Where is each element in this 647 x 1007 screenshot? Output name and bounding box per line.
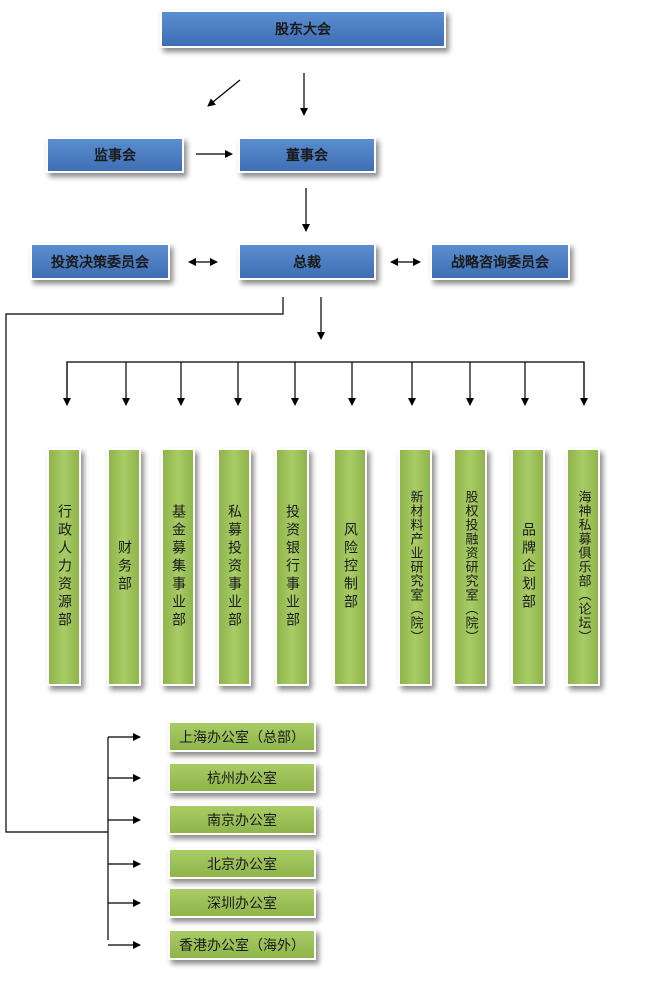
- office-box: 杭州办公室: [168, 762, 316, 793]
- department-label: 海神私募俱乐部（论坛）: [575, 490, 591, 644]
- department-label: 风险控制部: [342, 522, 358, 612]
- department-box: 财务部: [107, 448, 141, 686]
- department-box: 行政人力资源部: [47, 448, 81, 686]
- office-box: 南京办公室: [168, 804, 316, 835]
- strategy-committee-box: 战略咨询委员会: [430, 243, 570, 280]
- strategy-committee-label: 战略咨询委员会: [451, 254, 549, 271]
- department-box: 风险控制部: [333, 448, 367, 686]
- investment-committee-label: 投资决策委员会: [51, 254, 149, 271]
- office-label: 香港办公室（海外）: [179, 937, 305, 954]
- department-label: 品牌企划部: [520, 522, 536, 612]
- office-trunk: [5, 297, 284, 833]
- office-box: 上海办公室（总部）: [168, 721, 316, 752]
- department-box: 新材料产业研究室（院）: [398, 448, 432, 686]
- department-label: 投资银行事业部: [284, 504, 300, 630]
- office-label: 杭州办公室: [207, 770, 277, 787]
- office-label: 深圳办公室: [207, 895, 277, 912]
- office-box: 北京办公室: [168, 848, 316, 879]
- department-label: 基金募集事业部: [170, 504, 186, 630]
- office-label: 南京办公室: [207, 812, 277, 829]
- investment-committee-box: 投资决策委员会: [30, 243, 170, 280]
- shareholders-meeting-label: 股东大会: [275, 22, 331, 38]
- board-of-directors-box: 董事会: [238, 137, 376, 173]
- shareholders-meeting-box: 股东大会: [160, 10, 446, 48]
- department-box: 投资银行事业部: [275, 448, 309, 686]
- office-label: 北京办公室: [207, 856, 277, 873]
- supervisory-board-label: 监事会: [94, 148, 136, 164]
- department-label: 财务部: [116, 540, 132, 594]
- president-label: 总裁: [293, 254, 321, 271]
- department-box: 品牌企划部: [511, 448, 545, 686]
- department-box: 海神私募俱乐部（论坛）: [566, 448, 600, 686]
- department-label: 股权投融资研究室（院）: [462, 490, 478, 644]
- supervisory-board-box: 监事会: [46, 137, 184, 173]
- arrow-to-supervisors: [207, 79, 241, 107]
- board-of-directors-label: 董事会: [286, 148, 328, 164]
- office-box: 香港办公室（海外）: [168, 929, 316, 960]
- department-box: 基金募集事业部: [161, 448, 195, 686]
- office-box: 深圳办公室: [168, 887, 316, 918]
- office-label: 上海办公室（总部）: [179, 729, 305, 746]
- president-box: 总裁: [238, 243, 376, 280]
- department-label: 行政人力资源部: [56, 504, 72, 630]
- department-label: 私募投资事业部: [226, 504, 242, 630]
- department-label: 新材料产业研究室（院）: [407, 490, 423, 644]
- department-box: 私募投资事业部: [217, 448, 251, 686]
- department-bus: [66, 361, 585, 405]
- department-box: 股权投融资研究室（院）: [453, 448, 487, 686]
